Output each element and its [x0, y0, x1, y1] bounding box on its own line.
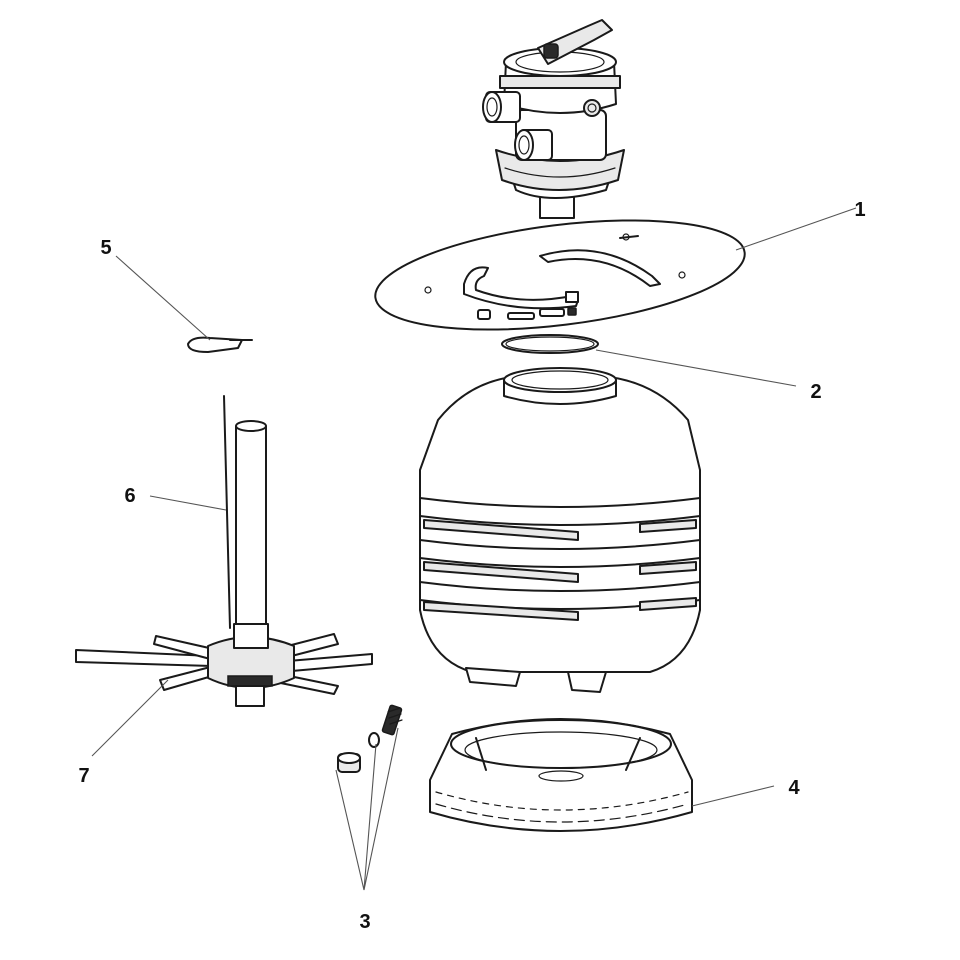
callout-3: 3: [359, 911, 370, 933]
callout-1: 1: [854, 199, 865, 221]
callout-6: 6: [124, 485, 135, 507]
clamp-assembly: [374, 219, 746, 331]
callout-7: 7: [78, 765, 89, 787]
leader-lines: [91, 207, 857, 891]
clip-part: [187, 336, 253, 353]
filter-tank: [419, 367, 701, 693]
callout-4: 4: [788, 777, 800, 799]
callout-2: 2: [810, 381, 821, 403]
callout-labels: 1 2 3 4 5 6 7: [78, 199, 865, 933]
o-ring: [501, 334, 599, 354]
callout-5: 5: [100, 237, 111, 259]
standpipe-lateral-assembly: [75, 395, 373, 707]
drain-fittings: [337, 704, 403, 773]
tank-base: [429, 718, 693, 832]
multiport-valve: [482, 19, 625, 219]
